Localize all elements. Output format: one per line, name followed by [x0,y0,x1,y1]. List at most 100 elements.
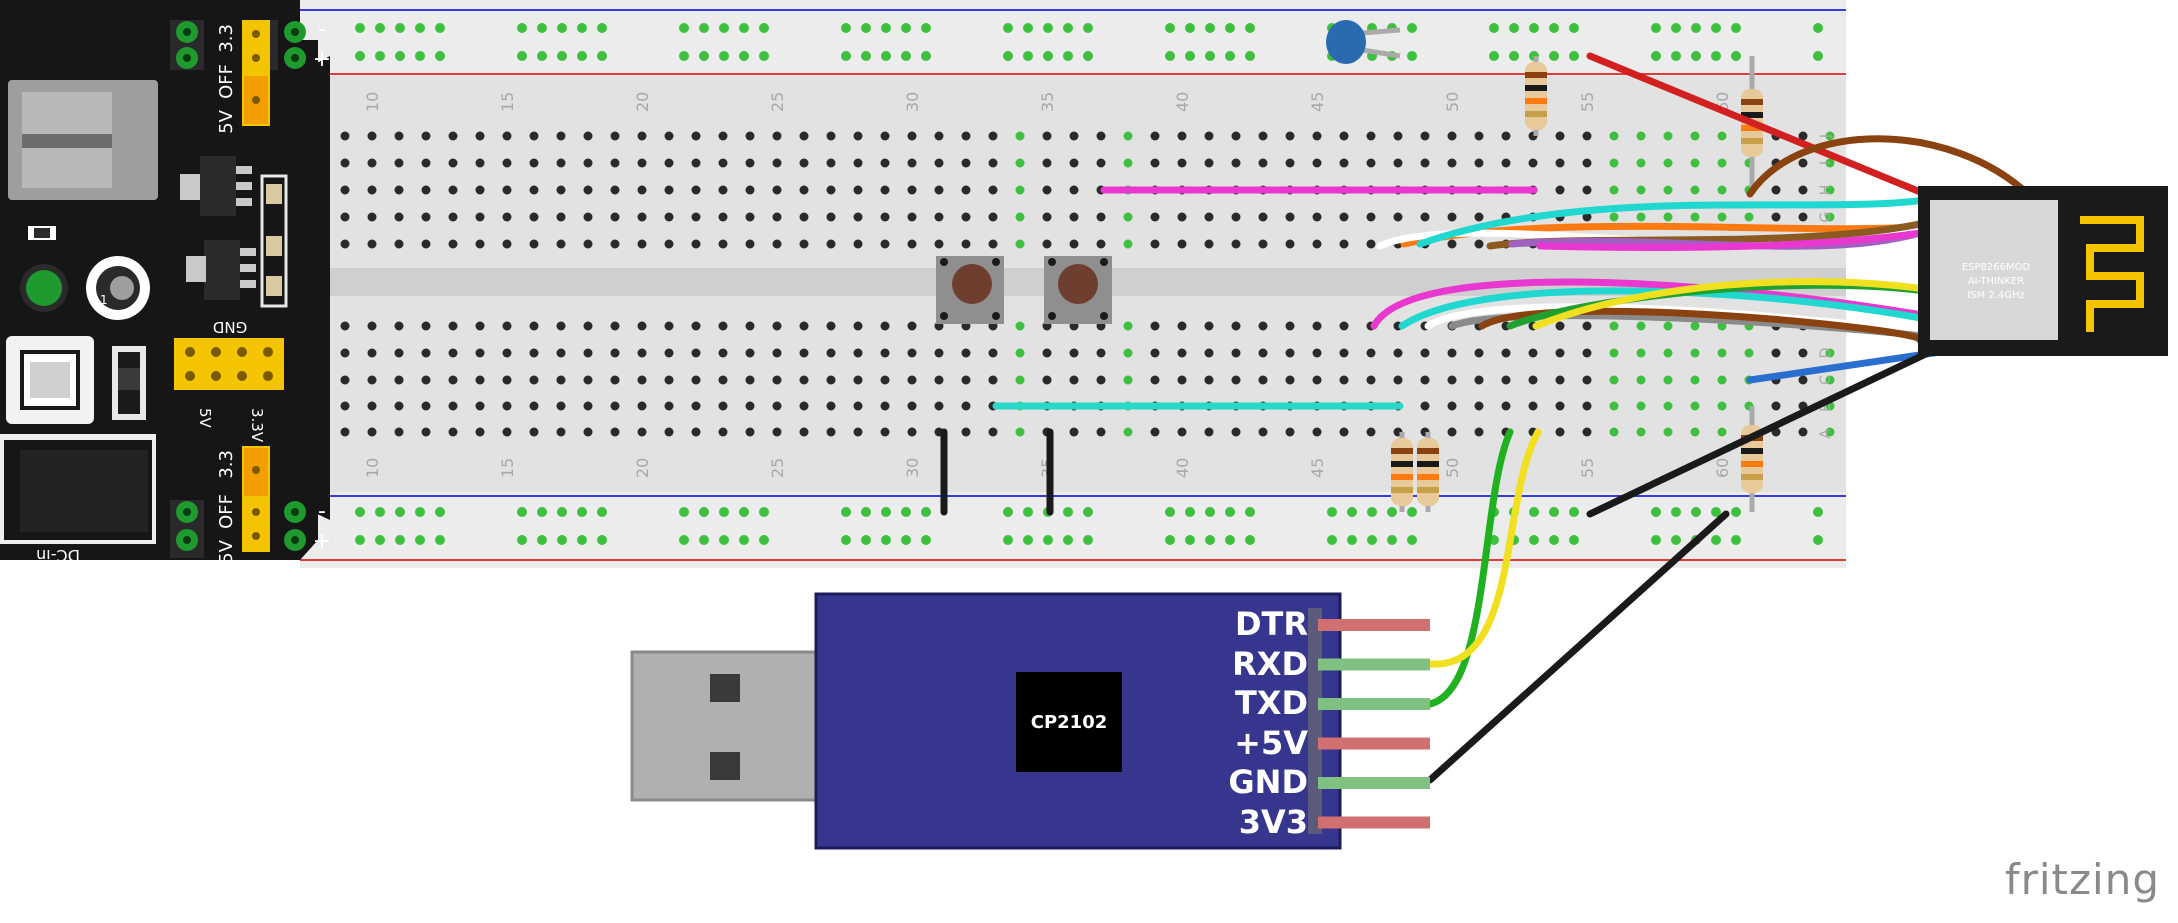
breadboard-hole [1285,427,1295,437]
breadboard-hole [1609,212,1619,222]
breadboard-hole [1204,212,1214,222]
breadboard-hole [448,158,458,168]
row-label-bottom: A [1818,429,1834,439]
breadboard-hole [1015,239,1025,249]
column-label-bottom: 40 [1173,458,1192,478]
breadboard-hole [718,348,728,358]
breadboard-hole [745,401,755,411]
breadboard-hole [529,401,539,411]
breadboard-hole [1420,401,1430,411]
esp-text-1: ESP8266MOD [1962,262,2031,273]
breadboard-hole [1501,131,1511,141]
breadboard-hole [1825,131,1835,141]
breadboard-hole [1285,321,1295,331]
breadboard-hole [1582,375,1592,385]
breadboard-hole [799,185,809,195]
breadboard-hole [583,375,593,385]
breadboard-hole [1177,348,1187,358]
breadboard-hole [1339,158,1349,168]
column-label-bottom: 10 [363,458,382,478]
column-label-top: 35 [1038,92,1057,112]
breadboard-hole [934,239,944,249]
breadboard-hole [1636,185,1646,195]
rail-hole [577,507,587,517]
breadboard-hole [934,185,944,195]
breadboard-hole [1150,131,1160,141]
breadboard-hole [961,239,971,249]
breadboard-hole [1798,427,1808,437]
output-header [174,338,284,390]
breadboard-hole [529,375,539,385]
breadboard-hole [1690,401,1700,411]
esp-text-2: AI-THINKER [1968,276,2024,287]
breadboard-hole [1177,239,1187,249]
rail-hole [395,507,405,517]
column-label-top: 25 [768,92,787,112]
breadboard-hole [1204,348,1214,358]
rail-hole [1083,51,1093,61]
rail-hole [1165,23,1175,33]
rail-hole [1549,51,1559,61]
column-label-bottom: 25 [768,458,787,478]
rail-hole [1083,507,1093,517]
breadboard-hole [1096,131,1106,141]
breadboard-hole [799,401,809,411]
breadboard-hole [1636,212,1646,222]
breadboard-hole [475,185,485,195]
column-label-bottom: 20 [633,458,652,478]
breadboard-hole [340,158,350,168]
breadboard-hole [1420,158,1430,168]
breadboard-hole [1339,239,1349,249]
rail-hole [881,51,891,61]
breadboard-hole [745,131,755,141]
rail-hole [1327,507,1337,517]
breadboard-hole [367,239,377,249]
breadboard-hole [1015,321,1025,331]
capacitor-outline [260,174,288,308]
breadboard-hole [1690,375,1700,385]
breadboard-hole [1474,212,1484,222]
breadboard-hole [1798,185,1808,195]
breadboard-hole [367,427,377,437]
breadboard-hole [907,348,917,358]
breadboard-hole [853,212,863,222]
breadboard-hole [718,185,728,195]
breadboard-hole [637,131,647,141]
breadboard-hole [394,401,404,411]
breadboard-hole [826,375,836,385]
breadboard-hole [610,375,620,385]
breadboard-hole [691,321,701,331]
breadboard-hole [1636,427,1646,437]
rail-hole [375,507,385,517]
regulator [200,156,236,216]
rail-hole [1245,507,1255,517]
rail-hole [517,51,527,61]
breadboard-hole [502,212,512,222]
breadboard-hole [826,158,836,168]
breadboard-hole [1042,185,1052,195]
rail-hole [1651,535,1661,545]
breadboard-hole [1474,131,1484,141]
row-label-bottom: C [1818,375,1834,385]
breadboard-hole [1447,375,1457,385]
breadboard-hole [1312,427,1322,437]
breadboard-hole [340,239,350,249]
breadboard-hole [1015,212,1025,222]
breadboard-hole [1717,427,1727,437]
breadboard-hole [475,212,485,222]
breadboard-hole [610,212,620,222]
breadboard-hole [556,239,566,249]
breadboard-hole [1717,185,1727,195]
rail-hole [597,535,607,545]
breadboard-hole [799,131,809,141]
rail-hole [901,51,911,61]
breadboard-hole [1042,158,1052,168]
jumper-bottom-33-label: 3.3 [216,450,237,479]
breadboard-hole [610,239,620,249]
breadboard-hole [1312,348,1322,358]
column-label-bottom: 55 [1578,458,1597,478]
breadboard-hole [1798,158,1808,168]
breadboard-hole [1150,158,1160,168]
rail-hole [415,23,425,33]
